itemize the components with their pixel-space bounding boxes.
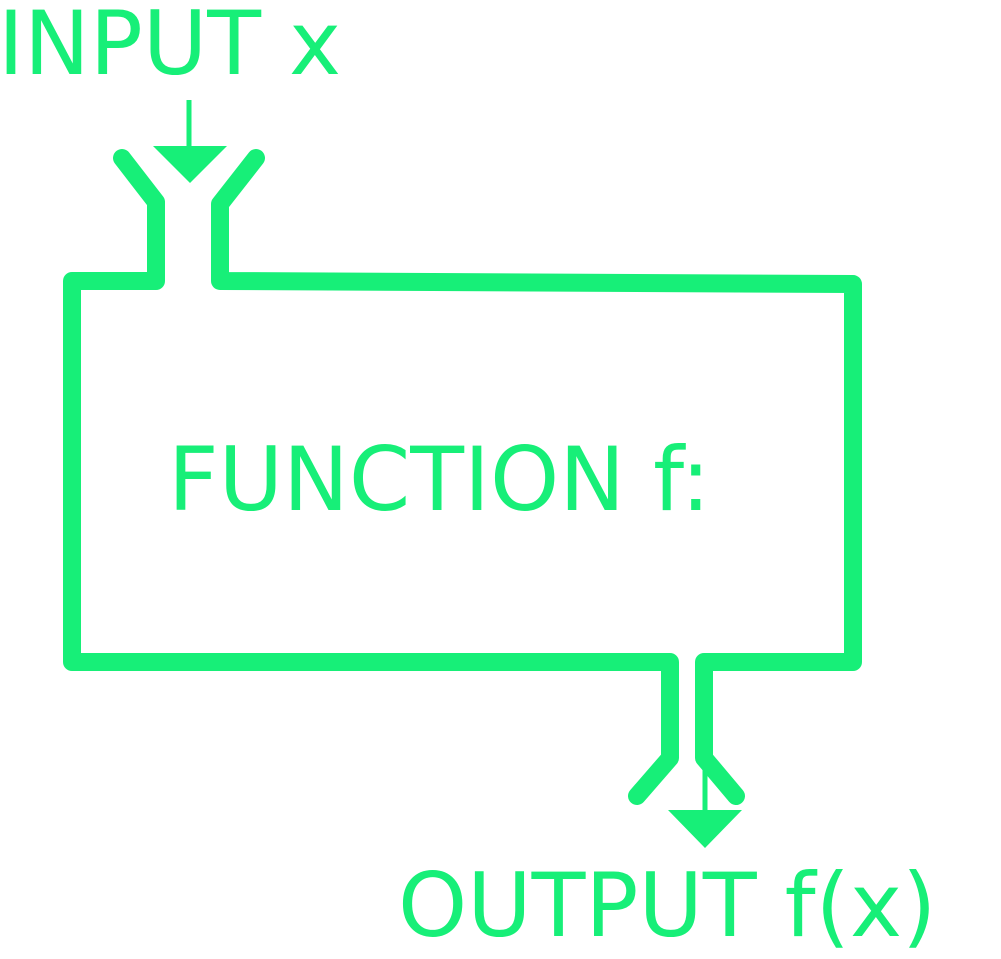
function-label: FUNCTION f:: [168, 428, 711, 531]
output-arrow-head: [668, 810, 742, 848]
output-label: OUTPUT f(x): [398, 854, 937, 957]
input-arrow-head: [153, 146, 227, 183]
input-label: INPUT x: [0, 0, 342, 95]
function-box-outline: [63, 149, 862, 805]
